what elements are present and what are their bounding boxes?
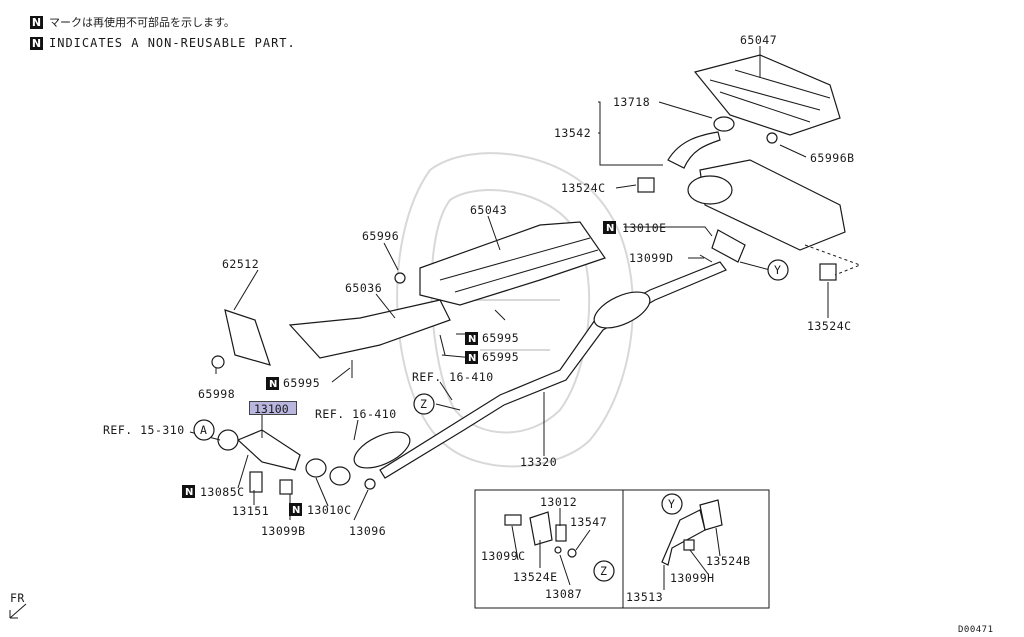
label-65995-c: 65995 — [283, 376, 320, 390]
label-13012: 13012 — [540, 495, 577, 509]
label-13524c-a: 13524C — [561, 181, 606, 195]
label-13087: 13087 — [545, 587, 582, 601]
bolt-65998[interactable] — [211, 355, 225, 369]
bracket-62512[interactable] — [224, 309, 271, 366]
label-13096: 13096 — [349, 524, 386, 538]
bracket-13513[interactable] — [661, 509, 706, 566]
label-62512: 62512 — [222, 257, 259, 271]
label-65998: 65998 — [198, 387, 235, 401]
leader-lines — [189, 46, 829, 521]
label-13513: 13513 — [626, 590, 663, 604]
heat-protector-65043[interactable] — [419, 221, 606, 306]
label-65036: 65036 — [345, 281, 382, 295]
bolt-13099b[interactable] — [279, 479, 293, 495]
label-13099b: 13099B — [261, 524, 306, 538]
label-13099c: 13099C — [481, 549, 526, 563]
hanger-13524e[interactable] — [529, 511, 553, 546]
label-13524b: 13524B — [706, 554, 751, 568]
label-ref-z: Z — [420, 397, 427, 411]
label-13542: 13542 — [554, 126, 591, 140]
label-65996b: 65996B — [810, 151, 855, 165]
marker-n-13010e: N — [606, 223, 614, 234]
bolt-13099h[interactable] — [683, 539, 695, 551]
note-japanese: N マークは再使用不可部品を示します。 — [30, 14, 235, 30]
center-exhaust-pipe-13320[interactable] — [379, 261, 727, 479]
muffler-inlet — [687, 175, 733, 205]
marker-n-65995-c: N — [269, 379, 277, 390]
y-dashed-link — [804, 244, 862, 276]
detail-box-y — [622, 489, 770, 609]
label-ref-a: A — [200, 423, 207, 437]
ref-circle-y2 — [661, 493, 683, 515]
label-ref-15-310: REF. 15-310 — [103, 423, 185, 437]
marker-n-13085c: N — [185, 487, 193, 498]
sub-muffler — [593, 291, 651, 329]
label-ref-z2: Z — [600, 564, 607, 578]
label-13099d: 13099D — [629, 251, 674, 265]
bolt-65996b[interactable] — [766, 132, 778, 144]
non-reusable-marker: N — [30, 36, 43, 50]
highlighted-part-13100[interactable]: 13100 — [249, 401, 297, 416]
gasket-13010c[interactable] — [305, 458, 327, 478]
label-ref-16-410-a: REF. 16-410 — [412, 370, 494, 384]
ref-circle-z2 — [593, 560, 615, 582]
label-ref-16-410-b: REF. 16-410 — [315, 407, 397, 421]
front-direction-arrow — [9, 603, 27, 619]
bolt-65996[interactable] — [394, 272, 406, 284]
label-13010c: 13010C — [307, 503, 352, 517]
heat-protector-65036[interactable] — [288, 299, 451, 359]
note-english-text: INDICATES A NON-REUSABLE PART. — [49, 36, 296, 50]
front-exhaust-pipe-13100[interactable] — [236, 429, 301, 471]
catalytic-converter[interactable] — [349, 425, 415, 476]
marker-n-65995-b: N — [468, 353, 476, 364]
pin-13012[interactable] — [555, 524, 567, 542]
nut-13096[interactable] — [364, 478, 376, 490]
bolt-13099c[interactable] — [504, 514, 522, 526]
label-13547: 13547 — [570, 515, 607, 529]
marker-n-13010c: N — [292, 505, 300, 516]
label-13320: 13320 — [520, 455, 557, 469]
label-13524c-b: 13524C — [807, 319, 852, 333]
label-65047: 65047 — [740, 33, 777, 47]
label-diagram-id: D00471 — [958, 625, 994, 635]
hanger-13524b[interactable] — [699, 499, 723, 531]
note-japanese-text: マークは再使用不可部品を示します。 — [49, 16, 235, 29]
flange-13010e[interactable] — [711, 229, 746, 263]
gasket-13085c[interactable] — [217, 429, 239, 451]
label-13151: 13151 — [232, 504, 269, 518]
label-65043: 65043 — [470, 203, 507, 217]
label-65996: 65996 — [362, 229, 399, 243]
main-muffler[interactable] — [699, 159, 846, 251]
label-ref-y2: Y — [668, 497, 675, 511]
hanger-13524c-rear[interactable] — [819, 263, 837, 281]
marker-n-65995-a: N — [468, 334, 476, 345]
washer-13087[interactable] — [554, 546, 562, 554]
hanger-13718[interactable] — [713, 116, 735, 132]
label-65995-b: 65995 — [482, 350, 519, 364]
label-13718: 13718 — [613, 95, 650, 109]
spring-13151[interactable] — [249, 471, 263, 493]
label-13099h: 13099H — [670, 571, 715, 585]
ref-circle-a — [193, 419, 215, 441]
note-english: N INDICATES A NON-REUSABLE PART. — [30, 36, 296, 50]
label-13010e: 13010E — [622, 221, 667, 235]
label-ref-y: Y — [774, 263, 781, 277]
label-13085c: 13085C — [200, 485, 245, 499]
label-13524e: 13524E — [513, 570, 558, 584]
tail-pipe-13542[interactable] — [667, 131, 721, 169]
non-reusable-marker: N — [30, 15, 43, 29]
label-65995-a: 65995 — [482, 331, 519, 345]
washer-13547[interactable] — [567, 548, 577, 558]
label-fr: FR — [10, 591, 25, 605]
flange-gasket — [329, 466, 351, 486]
hanger-13524c-front[interactable] — [637, 177, 655, 193]
ref-circle-z — [413, 393, 435, 415]
ref-circle-y — [767, 259, 789, 281]
